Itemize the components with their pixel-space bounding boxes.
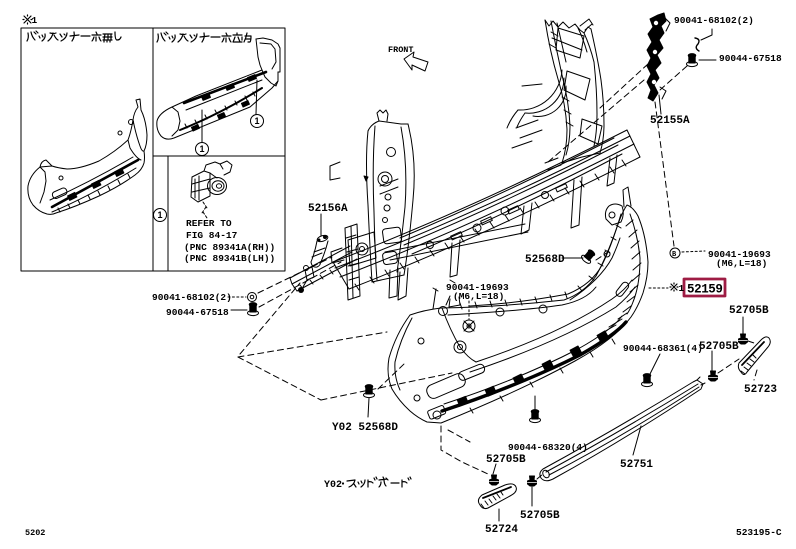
svg-text:52705B: 52705B	[520, 510, 560, 522]
svg-text:52159: 52159	[687, 283, 723, 297]
svg-text:Y02: Y02	[324, 480, 342, 491]
svg-text:52751: 52751	[620, 459, 653, 471]
svg-text:90041-19693: 90041-19693	[708, 249, 771, 260]
svg-text:52155A: 52155A	[650, 115, 690, 127]
svg-text:(PNC 89341A(RH)): (PNC 89341A(RH))	[184, 242, 275, 253]
svg-text:52705B: 52705B	[486, 454, 526, 466]
svg-text:52156A: 52156A	[308, 203, 348, 215]
svg-text:90041-19693: 90041-19693	[446, 282, 509, 293]
svg-text:52724: 52724	[485, 524, 518, 536]
svg-text:5202: 5202	[25, 528, 45, 538]
svg-text:52568D: 52568D	[525, 254, 565, 266]
svg-text:90044-67518: 90044-67518	[719, 53, 782, 64]
svg-text:1: 1	[679, 283, 685, 294]
svg-text:REFER TO: REFER TO	[186, 218, 232, 229]
svg-text:1: 1	[32, 15, 38, 26]
svg-text:Y02 52568D: Y02 52568D	[332, 422, 398, 434]
svg-text:90044-68320(4): 90044-68320(4)	[508, 442, 588, 453]
svg-text:(PNC 89341B(LH)): (PNC 89341B(LH))	[184, 253, 275, 264]
svg-text:90041-68102(2): 90041-68102(2)	[674, 15, 754, 26]
svg-text:(M6,L=18): (M6,L=18)	[716, 258, 767, 269]
svg-text:B: B	[672, 251, 677, 259]
svg-text:(M6,L=18): (M6,L=18)	[453, 291, 504, 302]
svg-text:FRONT: FRONT	[388, 45, 414, 55]
svg-text:52705B: 52705B	[729, 305, 769, 317]
svg-text:52723: 52723	[744, 384, 777, 396]
svg-text:90044-67518: 90044-67518	[166, 307, 229, 318]
svg-text:523195-C: 523195-C	[736, 527, 782, 538]
svg-text:FIG 84-17: FIG 84-17	[186, 230, 238, 241]
svg-text:52705B: 52705B	[699, 341, 739, 353]
svg-text:90041-68102(2): 90041-68102(2)	[152, 292, 232, 303]
svg-text:90044-68361(4): 90044-68361(4)	[623, 343, 703, 354]
